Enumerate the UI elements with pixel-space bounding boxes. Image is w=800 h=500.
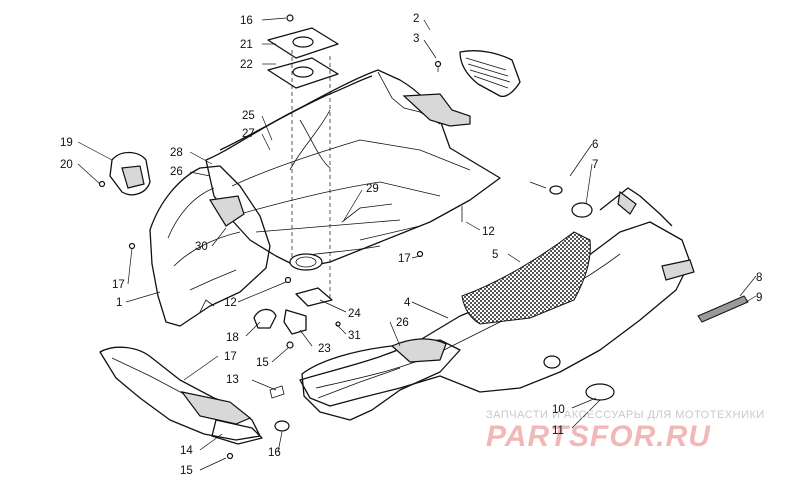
rear-side-skirt	[299, 181, 749, 407]
callout-label: 19	[60, 137, 73, 149]
callout-label: 17	[398, 253, 411, 265]
callout-label: 7	[592, 159, 598, 171]
callout-label: 27	[242, 128, 255, 140]
small-hardware	[253, 206, 463, 399]
leader-lines	[77, 17, 757, 471]
callout-label: 17	[224, 351, 237, 363]
callout-label: 2	[413, 13, 419, 25]
callout-label: 15	[256, 357, 269, 369]
callout-label: 10	[552, 404, 565, 416]
callout-label: 26	[170, 166, 183, 178]
callout-label: 3	[413, 33, 419, 45]
callout-label: 17	[112, 279, 125, 291]
callout-label: 4	[404, 297, 411, 309]
callout-label: 18	[226, 332, 239, 344]
callout-label: 9	[756, 292, 762, 304]
callout-label: 31	[348, 330, 361, 342]
callout-label: 16	[268, 447, 281, 459]
callout-label: 12	[482, 226, 495, 238]
watermark-tagline: ЗАПЧАСТИ И АКСЕССУАРЫ ДЛЯ МОТОТЕХНИКИ	[486, 409, 765, 421]
left-front-shroud	[98, 151, 271, 327]
callout-label: 1	[116, 297, 122, 309]
callout-label: 24	[348, 308, 361, 320]
callout-label: 28	[170, 147, 183, 159]
callout-label: 5	[492, 249, 498, 261]
callout-label: 12	[224, 297, 237, 309]
watermark: ЗАПЧАСТИ И АКСЕССУАРЫ ДЛЯ МОТОТЕХНИКИ PA…	[486, 409, 765, 453]
callout-label: 15	[180, 465, 193, 477]
vent-louver	[434, 50, 521, 98]
callout-label: 13	[226, 374, 239, 386]
front-bumper	[99, 346, 290, 460]
callout-label: 21	[240, 39, 253, 51]
callout-labels: 16 21 22 2 3 25 27 28 26 19 20 29 6 7 30…	[60, 13, 762, 477]
callout-label: 16	[240, 15, 253, 27]
callout-label: 25	[242, 110, 255, 122]
callout-label: 26	[396, 317, 409, 329]
callout-label: 23	[318, 343, 331, 355]
callout-label: 14	[180, 445, 193, 457]
callout-label: 8	[756, 272, 762, 284]
callout-label: 20	[60, 159, 73, 171]
callout-label: 6	[592, 139, 598, 151]
belly-pan-assembly	[205, 69, 501, 269]
callout-label: 22	[240, 59, 253, 71]
callout-label: 30	[195, 241, 208, 253]
gasket-plates	[267, 14, 339, 300]
callout-label: 11	[552, 425, 564, 437]
watermark-brand: PARTSFOR.RU	[486, 420, 711, 453]
tunnel-trim	[301, 338, 461, 421]
callout-label: 29	[366, 183, 379, 195]
